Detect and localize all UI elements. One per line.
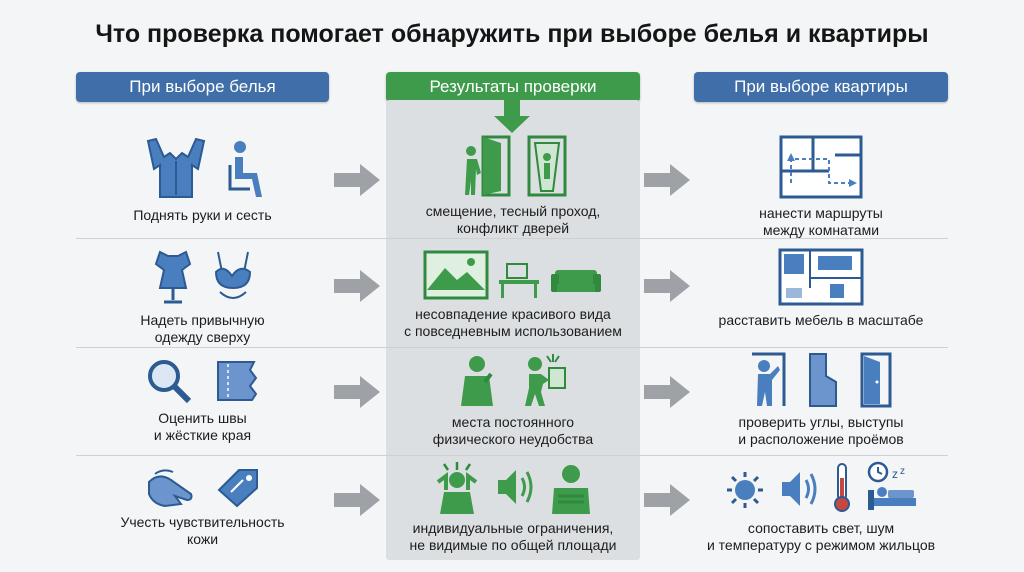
row-3-right: проверить углы, выступы и расположение п…	[694, 352, 948, 448]
row-2-right-line-1: расставить мебель в масштабе	[718, 312, 924, 328]
person-corner-icon	[752, 352, 786, 406]
sleep-clock-icon: z z	[867, 461, 916, 510]
shirt-arms-up-icon	[146, 137, 205, 198]
row-1-left: Поднять руки и сесть	[76, 135, 329, 224]
page-title: Что проверка помогает обнаружить при выб…	[95, 20, 929, 48]
row-1-right: нанести маршруты между комнатами	[694, 135, 948, 239]
row-1-middle-line-1: смещение, тесный проход,	[425, 203, 601, 219]
svg-text:z: z	[900, 466, 905, 477]
arrow-right-icon	[334, 376, 380, 408]
magnifier-icon	[147, 360, 191, 404]
row-2-middle-line-1: несовпадение красивого вида	[415, 306, 611, 322]
bra-icon	[214, 251, 251, 299]
fabric-edge-icon	[216, 361, 257, 401]
header-apartment: При выборе квартиры	[694, 72, 948, 102]
header-results: Результаты проверки	[386, 72, 640, 102]
row-4-middle-line-2: не видимые по общей площади	[409, 537, 617, 553]
arrow-right-icon	[644, 164, 690, 196]
row-3-left: Оценить швы и жёсткие края	[76, 358, 329, 444]
row-1-middle-line-2: конфликт дверей	[456, 220, 570, 236]
furniture-plan-icon	[778, 248, 864, 306]
row-3-right-line-2: и расположение проёмов	[738, 431, 904, 447]
row-3-right-line-1: проверить углы, выступы	[738, 414, 904, 430]
row-4-middle-line-1: индивидуальные ограничения,	[412, 520, 614, 536]
row-4-right-line-1: сопоставить свет, шум	[747, 520, 895, 536]
row-2-left: Надеть привычную одежду сверху	[76, 248, 329, 346]
wall-ledge-icon	[809, 353, 837, 407]
row-1-left-line-1: Поднять руки и сесть	[133, 207, 272, 223]
row-1-middle: смещение, тесный проход, конфликт дверей	[386, 135, 640, 237]
row-3-middle: места постоянного физического неудобства	[386, 352, 640, 448]
narrow-corridor-icon	[527, 135, 567, 197]
arrow-right-icon	[334, 270, 380, 302]
sun-icon	[727, 472, 763, 508]
row-1-right-line-2: между комнатами	[762, 222, 880, 238]
row-divider	[76, 347, 948, 348]
dress-form-icon	[154, 250, 191, 304]
row-3-left-line-1: Оценить швы	[158, 410, 247, 426]
row-2-middle-line-2: с повседневным использованием	[404, 323, 622, 339]
down-arrow-icon	[494, 100, 530, 133]
price-tag-icon	[217, 469, 258, 508]
door-opening-icon	[860, 352, 892, 408]
row-1-right-line-1: нанести маршруты	[759, 205, 883, 221]
row-divider	[76, 238, 948, 239]
speaker-icon	[498, 470, 533, 504]
person-bumping-icon	[525, 354, 566, 406]
hand-touch-icon	[147, 469, 192, 508]
thermometer-icon	[834, 463, 850, 512]
person-at-door-icon	[465, 135, 511, 197]
row-2-left-line-1: Надеть привычную	[140, 312, 265, 328]
window-view-icon	[423, 250, 489, 300]
row-3-left-line-2: и жёсткие края	[153, 427, 252, 443]
arrow-right-icon	[334, 164, 380, 196]
seated-person-icon	[228, 141, 262, 197]
arrow-right-icon	[644, 484, 690, 516]
row-2-right: расставить мебель в масштабе	[694, 248, 948, 329]
row-2-middle: несовпадение красивого вида с повседневн…	[386, 250, 640, 340]
sofa-icon	[551, 270, 601, 292]
stressed-person-icon	[436, 462, 478, 514]
arrow-right-icon	[334, 484, 380, 516]
row-3-middle-line-1: места постоянного	[451, 414, 575, 430]
header-laundry: При выборе белья	[76, 72, 329, 102]
row-4-right: z z сопоставить свет, шум и температуру …	[694, 460, 948, 554]
row-divider	[76, 455, 948, 456]
row-4-right-line-2: и температуру с режимом жильцов	[706, 537, 936, 553]
row-2-left-line-2: одежду сверху	[154, 329, 251, 345]
arrow-right-icon	[644, 376, 690, 408]
row-4-left-line-1: Учесть чувствительность	[120, 514, 285, 530]
row-4-left-line-2: кожи	[186, 531, 219, 547]
row-4-middle: индивидуальные ограничения, не видимые п…	[386, 460, 640, 554]
arrow-right-icon	[644, 270, 690, 302]
row-4-left: Учесть чувствительность кожи	[76, 466, 329, 548]
speaker-icon	[782, 472, 817, 506]
svg-text:z: z	[892, 467, 898, 481]
floor-plan-routes-icon	[779, 135, 863, 199]
desk-icon	[499, 263, 539, 298]
row-3-middle-line-2: физического неудобства	[432, 431, 594, 447]
cold-person-icon	[552, 465, 590, 514]
person-discomfort-icon	[461, 356, 493, 406]
